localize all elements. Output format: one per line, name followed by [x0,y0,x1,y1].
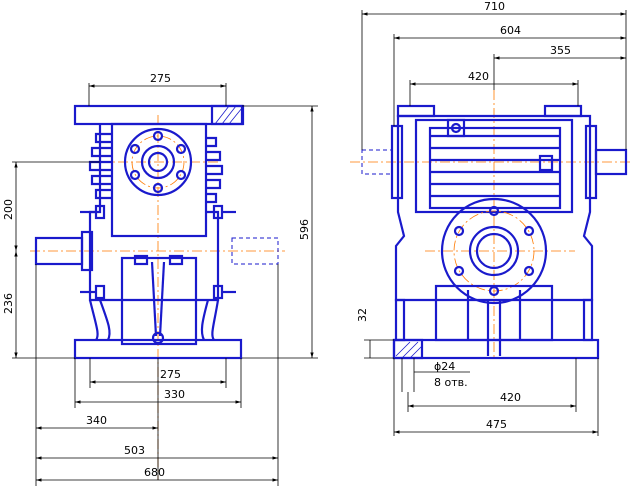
front-cover-circle [123,127,193,197]
dim-front-top-275: 275 [150,72,171,85]
front-side-bolts [80,204,236,300]
side-fins [430,134,560,198]
dim-front-503: 503 [124,444,145,457]
dim-side-420-top: 420 [468,70,489,83]
front-top-flange [73,104,245,126]
front-fins-right [206,136,224,204]
dim-front-340: 340 [86,414,107,427]
side-oil-plug [538,154,554,172]
dim-side-604: 604 [500,24,521,37]
front-fins-left [88,132,112,200]
dim-side-355: 355 [550,44,571,57]
dim-side-710: 710 [484,0,505,13]
side-view [350,90,632,360]
front-leg-left [88,299,99,341]
front-bolts [129,130,187,194]
side-worm-housing [414,118,574,214]
dim-front-200: 200 [2,199,15,220]
front-hub-inner [147,151,169,173]
side-shaft-right [594,148,628,176]
side-base [392,338,600,360]
dim-front-680: 680 [144,466,165,479]
dim-side-32: 32 [356,308,369,322]
side-top-cover-right [543,104,583,118]
front-view [30,104,285,480]
front-shaft-collar [80,230,94,272]
front-housing-outline [88,124,220,302]
dim-front-330: 330 [164,388,185,401]
front-leg-right [211,299,220,341]
dim-front-236: 236 [2,293,15,314]
dim-side-hole-count: 8 отв. [434,376,468,389]
side-wheel-cover [440,197,548,305]
front-hub-outer [140,144,176,180]
front-drain-plug [151,331,165,345]
side-breather [446,118,466,138]
dim-side-hole-diameter: ϕ24 [434,360,455,373]
side-shaft-left-hidden [361,149,393,175]
side-base-section [392,338,424,360]
dim-front-596: 596 [298,219,311,240]
front-dimensions: 275 596 200 236 275 330 340 503 680 [2,72,318,486]
side-top-cover-left [396,104,436,118]
side-hub-inner [475,232,513,270]
dim-side-420-base: 420 [500,391,521,404]
side-hub-outer [468,225,520,277]
dim-front-275-base: 275 [160,368,181,381]
dim-side-475: 475 [486,418,507,431]
side-dimensions: 710 604 355 420 32 ϕ24 8 отв. 420 475 [356,0,627,436]
front-bolt-circle [131,135,185,189]
front-flange-section [210,104,244,126]
front-shaft-hidden [231,237,279,265]
